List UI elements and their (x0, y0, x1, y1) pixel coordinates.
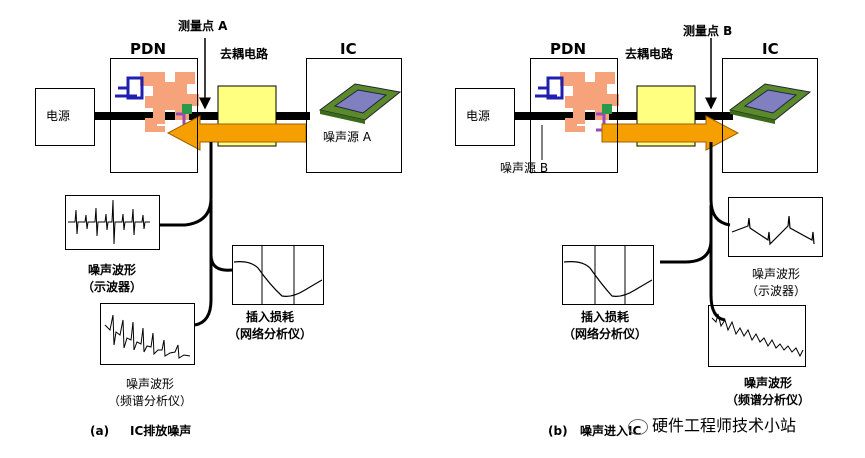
insertion-loss-a: 插入损耗 (245, 310, 295, 324)
caption-tag-a: (a) (90, 424, 110, 438)
noise-waveform-spectrum-a: 噪声波形 (125, 377, 175, 391)
noise-source-b: 噪声源 B (500, 161, 549, 175)
pdn-pattern-b (535, 72, 619, 132)
noise-waveform-scope-a: 噪声波形 (87, 263, 137, 277)
caption-a: IC排放噪声 (130, 424, 192, 438)
caption-b: 噪声进入IC (580, 424, 642, 438)
network-analyzer-a: （网络分析仪） (227, 327, 313, 341)
spectrum-analyzer-b: （频谱分析仪） (725, 393, 811, 407)
network-analyzer-b: （网络分析仪） (562, 327, 648, 341)
scope-box-a (65, 195, 160, 250)
ic-box-b (722, 58, 818, 173)
spectrum-analyzer-a: （频谱分析仪） (107, 394, 193, 408)
ic-chip-b (728, 83, 812, 124)
pdn-box-a (110, 58, 198, 173)
decoupling-label-b: 去耦电路 (625, 47, 674, 61)
power-line-b (515, 112, 733, 120)
power-box-a (35, 88, 95, 146)
insertion-loss-b: 插入损耗 (580, 310, 630, 324)
network-box-a (232, 245, 324, 305)
ic-chip-a (318, 83, 402, 124)
scope-label-b: （示波器） (745, 284, 807, 298)
noise-waveform-scope-b: 噪声波形 (751, 267, 801, 281)
pdn-label-a: PDN (130, 40, 166, 58)
spectrum-box-b (708, 305, 806, 367)
caption-tag-b: (b) (548, 424, 568, 438)
scope-label-a: （示波器） (81, 280, 143, 294)
power-label-b: 电源 (466, 109, 491, 123)
ic-label-a: IC (340, 40, 357, 58)
network-box-b (562, 245, 654, 305)
decoupling-label-a: 去耦电路 (220, 47, 269, 61)
pdn-label-b: PDN (550, 40, 586, 58)
power-label-a: 电源 (46, 109, 71, 123)
scope-box-b (728, 197, 823, 257)
noise-source-a: 噪声源 A (323, 130, 372, 144)
measure-point-b: 测量点 B (683, 24, 733, 38)
watermark-text: 硬件工程师技术小站 (652, 416, 797, 435)
power-line-a (95, 112, 310, 120)
pdn-box-b (530, 58, 618, 173)
panel-a-graphics (68, 38, 402, 359)
ic-label-b: IC (762, 40, 779, 58)
watermark: 硬件工程师技术小站 (628, 412, 796, 436)
spectrum-box-a (100, 303, 195, 365)
measure-point-a: 测量点 A (178, 19, 228, 33)
noise-waveform-spectrum-b: 噪声波形 (743, 376, 793, 390)
wechat-icon (628, 418, 648, 435)
ic-box-a (306, 58, 402, 173)
power-box-b (455, 88, 515, 146)
pdn-pattern-a (115, 72, 199, 132)
